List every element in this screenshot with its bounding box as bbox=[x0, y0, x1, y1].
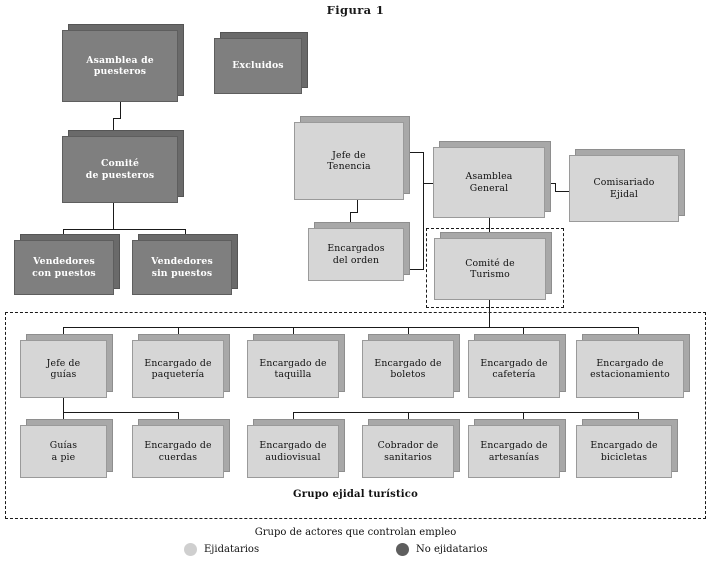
grupo-ejidal-turistico-label: Grupo ejidal turístico bbox=[293, 489, 418, 500]
node-encargado-de-boletos[interactable]: Encargado de boletos bbox=[362, 340, 454, 398]
connector-grid-col2-drop bbox=[178, 327, 179, 340]
node-encargado-de-estacionamiento[interactable]: Encargado de estacionamiento bbox=[576, 340, 684, 398]
connector-asamblea-to-comite-lower bbox=[113, 118, 114, 135]
legend-item-no-ejidatarios: No ejidatarios bbox=[396, 543, 488, 556]
connector-vendedores-sin-drop bbox=[185, 229, 186, 240]
legend-item-ejidatarios: Ejidatarios bbox=[184, 543, 259, 556]
node-guias-a-pie[interactable]: Guías a pie bbox=[20, 425, 107, 478]
connector-turismo-down bbox=[489, 300, 490, 327]
connector-grid-col5-drop bbox=[523, 327, 524, 340]
node-encargado-de-paqueteria[interactable]: Encargado de paquetería bbox=[132, 340, 224, 398]
connector-row2-col4-drop bbox=[408, 412, 409, 425]
node-comisariado-ejidal[interactable]: Comisariado Ejidal bbox=[569, 155, 679, 222]
node-encargados-del-orden[interactable]: Encargados del orden bbox=[308, 228, 404, 281]
node-jefe-de-tenencia[interactable]: Jefe de Tenencia bbox=[294, 122, 404, 200]
connector-asamblea-to-turismo bbox=[489, 218, 490, 238]
node-encargado-de-artesanias[interactable]: Encargado de artesanías bbox=[468, 425, 560, 478]
connector-orden-right bbox=[404, 269, 424, 270]
connector-row2-right-bar bbox=[293, 412, 638, 413]
grupo-ejidal-turistico-frame bbox=[5, 312, 706, 519]
connector-row2-col1-drop bbox=[63, 412, 64, 425]
legend-swatch-dark-circle-icon bbox=[396, 543, 409, 556]
connector-comite-down bbox=[113, 203, 114, 229]
connector-asamblea-to-comisariado-v bbox=[555, 183, 556, 191]
node-jefe-de-guias[interactable]: Jefe de guías bbox=[20, 340, 107, 398]
comite-turismo-frame bbox=[426, 228, 564, 308]
node-encargado-de-bicicletas[interactable]: Encargado de bicicletas bbox=[576, 425, 672, 478]
connector-jefeguias-down bbox=[63, 398, 64, 412]
node-cobrador-de-sanitarios[interactable]: Cobrador de sanitarios bbox=[362, 425, 454, 478]
connector-vendedores-con-drop bbox=[63, 229, 64, 240]
connector-asamblea-to-comite bbox=[120, 102, 121, 118]
connector-spine-to-asamblea bbox=[423, 183, 435, 184]
legend-swatch-light-circle-icon bbox=[184, 543, 197, 556]
connector-vendedores-bar bbox=[63, 229, 185, 230]
legend-label-ejidatarios: Ejidatarios bbox=[204, 544, 260, 555]
connector-grid-col3-drop bbox=[293, 327, 294, 340]
connector-orden-drop bbox=[350, 212, 351, 228]
node-comite-de-turismo[interactable]: Comité de Turismo bbox=[434, 238, 546, 300]
connector-asamblea-to-comisariado-b bbox=[555, 191, 569, 192]
connector-left-spine bbox=[423, 152, 424, 269]
node-encargado-de-taquilla[interactable]: Encargado de taquilla bbox=[247, 340, 339, 398]
node-comite-de-puesteros[interactable]: Comité de puesteros bbox=[62, 136, 178, 203]
connector-row2-col5-drop bbox=[523, 412, 524, 425]
connector-row2-col6-drop bbox=[638, 412, 639, 425]
connector-tenencia-jog bbox=[350, 212, 358, 213]
connector-grid-col6-drop bbox=[638, 327, 639, 340]
node-encargado-de-audiovisual[interactable]: Encargado de audiovisual bbox=[247, 425, 339, 478]
connector-row2-left-bar bbox=[63, 412, 178, 413]
node-vendedores-con-puestos[interactable]: Vendedores con puestos bbox=[14, 240, 114, 295]
connector-tenencia-down bbox=[357, 200, 358, 212]
node-encargado-de-cafeteria[interactable]: Encargado de cafetería bbox=[468, 340, 560, 398]
node-excluidos[interactable]: Excluidos bbox=[214, 38, 302, 94]
connector-asamblea-to-comisariado-a bbox=[545, 183, 555, 184]
node-encargado-de-cuerdas[interactable]: Encargado de cuerdas bbox=[132, 425, 224, 478]
connector-tenencia-right bbox=[404, 152, 424, 153]
connector-asamblea-to-comite-jog bbox=[113, 118, 121, 119]
node-vendedores-sin-puestos[interactable]: Vendedores sin puestos bbox=[132, 240, 232, 295]
connector-grid-row1-bar bbox=[63, 327, 638, 328]
legend-title: Grupo de actores que controlan empleo bbox=[254, 527, 457, 538]
page-title: Figura 1 bbox=[326, 3, 385, 17]
legend-label-no-ejidatarios: No ejidatarios bbox=[416, 544, 488, 555]
connector-row2-col2-drop bbox=[178, 412, 179, 425]
connector-grid-col4-drop bbox=[408, 327, 409, 340]
connector-row2-col3-drop bbox=[293, 412, 294, 425]
node-asamblea-general[interactable]: Asamblea General bbox=[433, 147, 545, 218]
connector-grid-col1-drop bbox=[63, 327, 64, 340]
node-asamblea-de-puesteros[interactable]: Asamblea de puesteros bbox=[62, 30, 178, 102]
